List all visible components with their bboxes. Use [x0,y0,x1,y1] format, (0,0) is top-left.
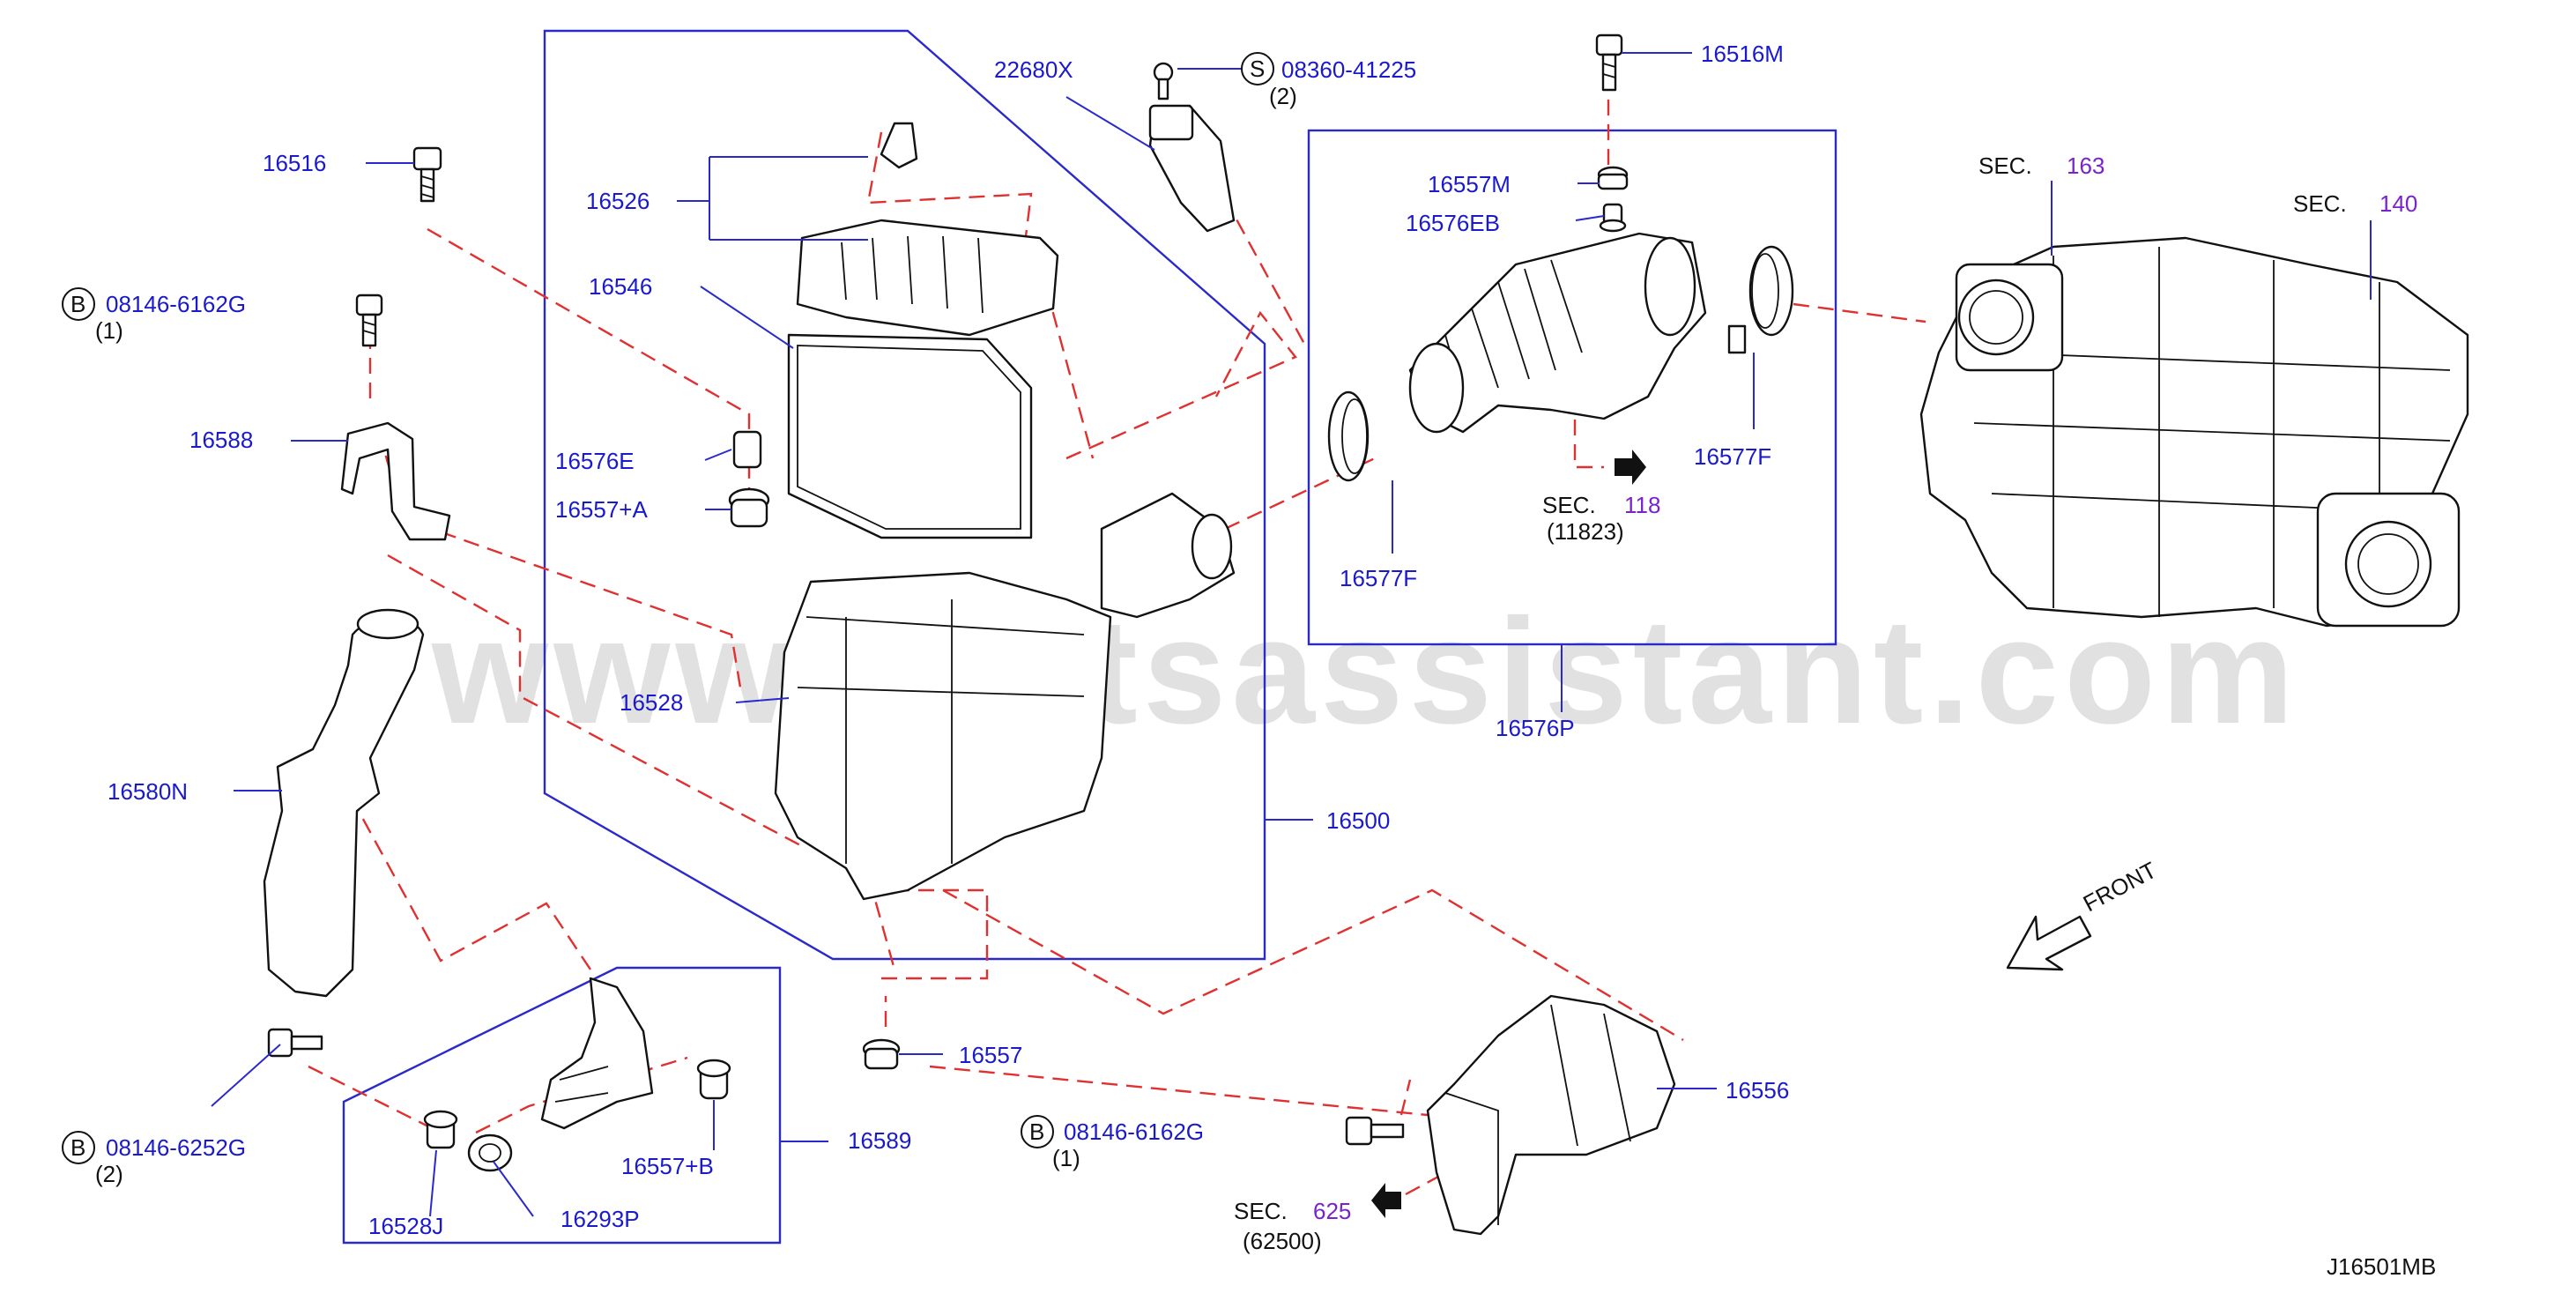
resonator-16556 [1426,994,1676,1236]
badge-s [1241,52,1274,85]
label-16526: 16526 [586,188,650,214]
body-ribs [797,599,1085,864]
qty-08146-6162g-top: (1) [95,317,123,344]
label-16576e: 16576E [555,448,635,474]
intake-hose-16576p [1408,232,1707,434]
label-16556: 16556 [1726,1077,1789,1104]
label-16580n: 16580N [108,778,188,805]
watermark: www.partsassistant.com [431,588,2299,755]
bolt-16516m [1595,33,1623,92]
badge-b-top-letter: B [71,291,85,317]
throttle-body-sec-163 [1955,263,2064,372]
clamp-16577f-right [1727,245,1794,354]
sec-625-arrow-icon [1371,1183,1401,1218]
label-16500: 16500 [1326,807,1390,834]
label-16589: 16589 [848,1127,911,1154]
bolt-16516 [412,146,442,203]
label-16576eb: 16576EB [1406,210,1500,236]
label-08146-6252g: 08146-6252G [106,1134,246,1161]
qty-08146-6162g-bottom: (1) [1052,1145,1080,1171]
grommet-16576eb [1599,203,1627,233]
label-16576p: 16576P [1496,715,1575,741]
sec-625-sub: (62500) [1243,1228,1322,1254]
label-16293p: 16293P [560,1206,640,1232]
air-cleaner-body-16528 [774,571,1112,901]
grommet-16576e [732,430,762,469]
sec-118-sub: (11823) [1547,518,1624,545]
grommet-16557a [728,487,770,528]
bracket-16589 [540,977,654,1130]
bolt-08146-6162g-top [355,294,383,347]
clip-16526 [880,122,918,169]
cover-ribs [841,235,984,314]
label-08360-41225: 08360-41225 [1281,56,1416,83]
label-16577f-right: 16577F [1694,443,1771,470]
filter-element-16546 [787,333,1033,539]
label-16588: 16588 [189,427,253,453]
badge-b-left-letter: B [71,1134,85,1161]
sec-163-word: SEC. [1978,152,2032,179]
label-16557b: 16557+B [621,1153,714,1179]
hose-start-ring [1408,342,1465,434]
duct-16580n [263,617,425,998]
duct-16580n-opening [356,608,419,640]
label-16557m: 16557M [1428,171,1511,197]
sec-163-number: 163 [2067,152,2105,179]
grommet-16557b [696,1059,731,1100]
throttle-body-right [2316,492,2461,628]
badge-b-top [62,287,95,321]
air-flow-sensor-22680x [1148,104,1236,233]
grommet-16557 [862,1038,901,1070]
sec-118-number: 118 [1624,492,1660,518]
manifold-runners [1973,247,2451,617]
sec-625-number: 625 [1313,1198,1351,1224]
label-16577f-left: 16577F [1340,565,1417,591]
bolt-08146-6252g [267,1028,323,1058]
front-label: FRONT [2079,857,2161,918]
leader-lines [211,52,2372,1217]
label-16516m: 16516M [1701,41,1784,67]
bracket-16589-slots [554,1066,609,1103]
badge-b-bottom-letter: B [1029,1118,1044,1145]
label-08146-6162g-top: 08146-6162G [106,291,246,317]
label-16528: 16528 [620,689,683,716]
sec-140-number: 140 [2379,190,2417,217]
outlet-tube-opening [1191,513,1233,580]
label-16528j: 16528J [368,1213,443,1239]
sec-625-word: SEC. [1234,1198,1288,1224]
clamp-16577f-left [1327,390,1370,482]
sec-118-word: SEC. [1542,492,1596,518]
sec-140-word: SEC. [2293,190,2347,217]
front-arrow-icon [2006,915,2092,971]
grommet-16293p [467,1133,513,1172]
label-08146-6162g-bottom: 08146-6162G [1064,1118,1204,1145]
badge-b-left [62,1131,95,1164]
assembly-frame-16589 [342,966,782,1245]
bolt-08146-6162g-bottom [1345,1116,1405,1146]
sec-118-arrow-icon [1615,450,1646,485]
screw-08360-41225 [1153,62,1174,100]
bracket-16588 [340,421,451,541]
hose-end-ring [1644,236,1696,337]
label-16557a: 16557+A [555,496,648,523]
resonator-ribs [1444,1004,1631,1225]
label-22680x: 22680X [994,56,1073,83]
collar-16528j [423,1110,458,1149]
label-16516: 16516 [263,150,326,176]
air-cleaner-cover-16526 [796,219,1059,337]
badge-b-bottom [1021,1115,1054,1148]
qty-08360-41225: (2) [1269,83,1297,109]
label-16546: 16546 [589,273,652,300]
assembly-frame-16500 [543,29,1266,961]
badge-s-letter: S [1250,56,1265,82]
diagram-code: J16501MB [2327,1253,2436,1280]
label-16557: 16557 [959,1042,1022,1068]
assembly-frame-16576p [1307,129,1837,646]
qty-08146-6252g: (2) [95,1161,123,1187]
grommet-16557m [1597,166,1629,190]
